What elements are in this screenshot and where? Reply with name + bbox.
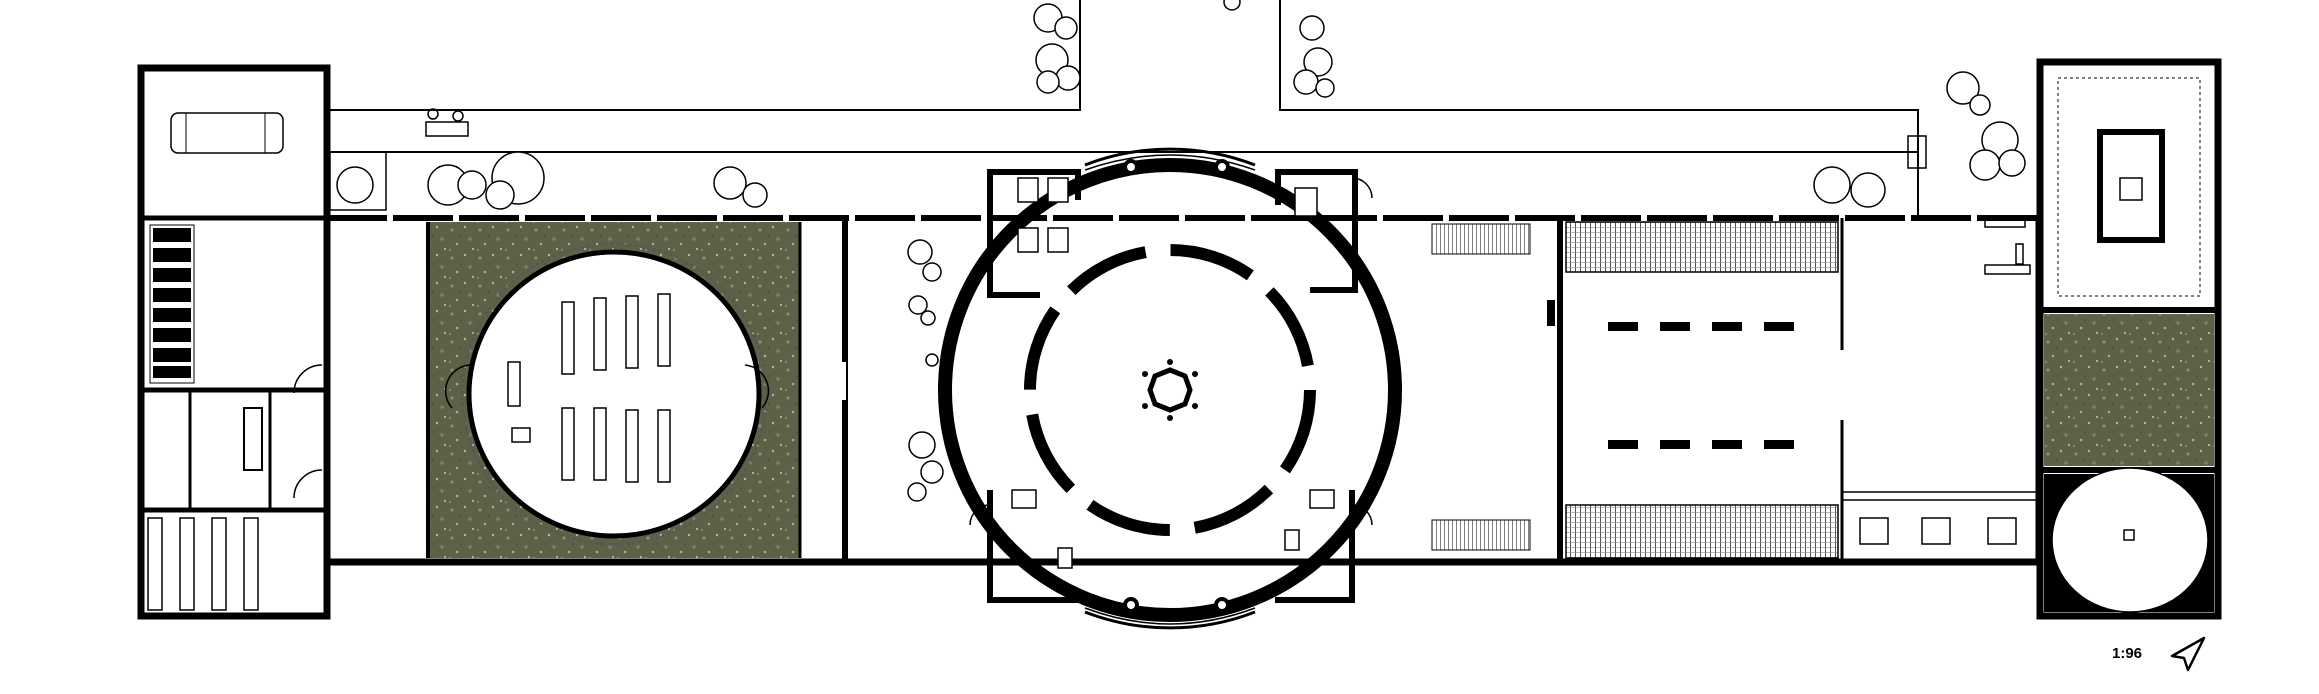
east-gallery [1842, 218, 2041, 562]
main-building-walls [324, 215, 2040, 616]
reading-room [838, 218, 944, 562]
bench-rows [507, 293, 671, 483]
rotunda [938, 147, 1402, 630]
door-swings [293, 177, 1373, 526]
scale-label: 1:96 [2112, 645, 2143, 662]
circular-hall [466, 249, 762, 539]
west-annex [137, 64, 331, 620]
central-column [1147, 367, 1193, 413]
east-tower [2036, 58, 2222, 620]
car-symbol [170, 112, 284, 154]
street-outline [327, 0, 1919, 218]
exhibition-hall [1565, 218, 1844, 562]
fixture-symbols [1011, 177, 1335, 569]
service-rooms [987, 169, 1358, 603]
north-arrow-icon [2170, 636, 2206, 672]
tree-symbols [336, 0, 2026, 210]
stair-hall [1431, 218, 1563, 562]
